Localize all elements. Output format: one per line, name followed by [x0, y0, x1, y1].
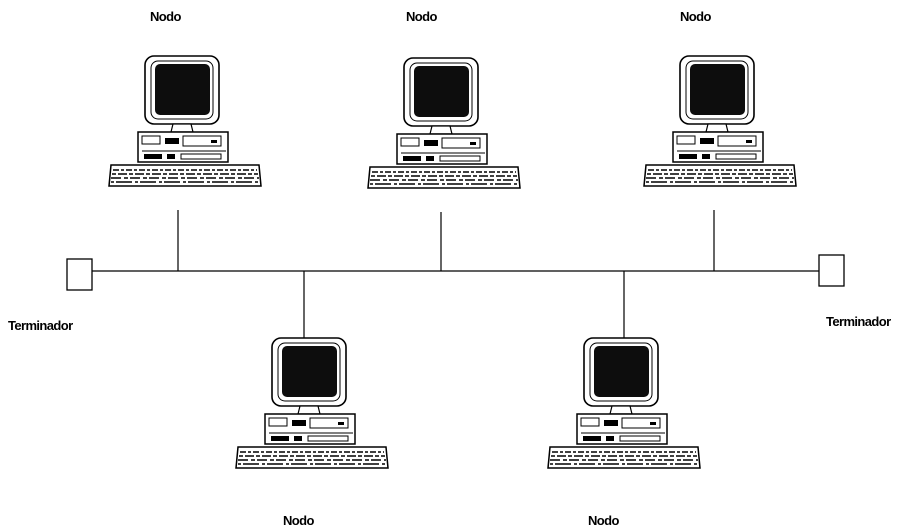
computer-icon	[548, 338, 700, 468]
terminator-label: Terminador	[826, 314, 891, 329]
computer-icon	[236, 338, 388, 468]
node-label: Nodo	[588, 513, 619, 528]
terminator-label: Terminador	[8, 318, 73, 333]
computer-icon	[368, 58, 520, 188]
node-label: Nodo	[283, 513, 314, 528]
node-label: Nodo	[150, 9, 181, 24]
computer-icon	[109, 56, 261, 186]
node-label: Nodo	[680, 9, 711, 24]
terminator-icon	[819, 255, 844, 286]
computer-icon	[644, 56, 796, 186]
terminator-icon	[67, 259, 92, 290]
node-label: Nodo	[406, 9, 437, 24]
